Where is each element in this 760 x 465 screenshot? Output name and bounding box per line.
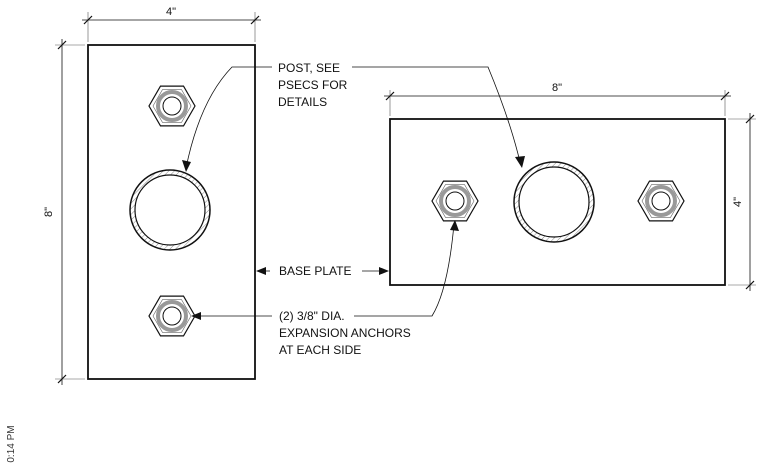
left-base-plate xyxy=(87,44,256,380)
post-callout-line-1: POST, SEE xyxy=(278,61,340,75)
anchor-callout-line-3: AT EACH SIDE xyxy=(279,343,361,357)
anchor-callout-line-1: (2) 3/8" DIA. xyxy=(279,309,345,323)
post-callout: POST, SEE PSECS FOR DETAILS xyxy=(278,61,348,109)
anchor-callout-line-2: EXPANSION ANCHORS xyxy=(279,326,411,340)
post-callout-line-2: PSECS FOR xyxy=(278,78,348,92)
left-height-label: 8" xyxy=(43,207,55,217)
right-height-dimension: 4" xyxy=(728,113,756,291)
anchor-callout: (2) 3/8" DIA. EXPANSION ANCHORS AT EACH … xyxy=(279,309,411,357)
left-plate-view: 4" 8" xyxy=(43,6,261,385)
right-left-anchor-nut xyxy=(430,179,480,223)
right-right-anchor-nut xyxy=(636,179,686,223)
right-post-pipe xyxy=(513,161,595,243)
right-plate-view: 8" 4" xyxy=(384,82,756,291)
timestamp-label: 0:14 PM xyxy=(6,425,17,462)
anchor-leaders xyxy=(191,220,459,320)
left-width-dimension: 4" xyxy=(82,6,261,42)
right-base-plate xyxy=(389,118,726,286)
left-post-pipe xyxy=(129,169,211,251)
left-bottom-anchor-nut xyxy=(147,294,197,338)
right-width-label: 8" xyxy=(552,82,562,94)
left-top-anchor-nut xyxy=(147,84,197,128)
left-height-dimension: 8" xyxy=(43,39,85,385)
post-leaders xyxy=(182,66,525,172)
right-width-dimension: 8" xyxy=(384,82,731,116)
base-plate-label: BASE PLATE xyxy=(279,264,351,278)
base-plate-leaders xyxy=(256,267,389,275)
post-callout-line-3: DETAILS xyxy=(278,95,327,109)
right-height-label: 4" xyxy=(732,197,744,207)
left-width-label: 4" xyxy=(166,6,176,18)
